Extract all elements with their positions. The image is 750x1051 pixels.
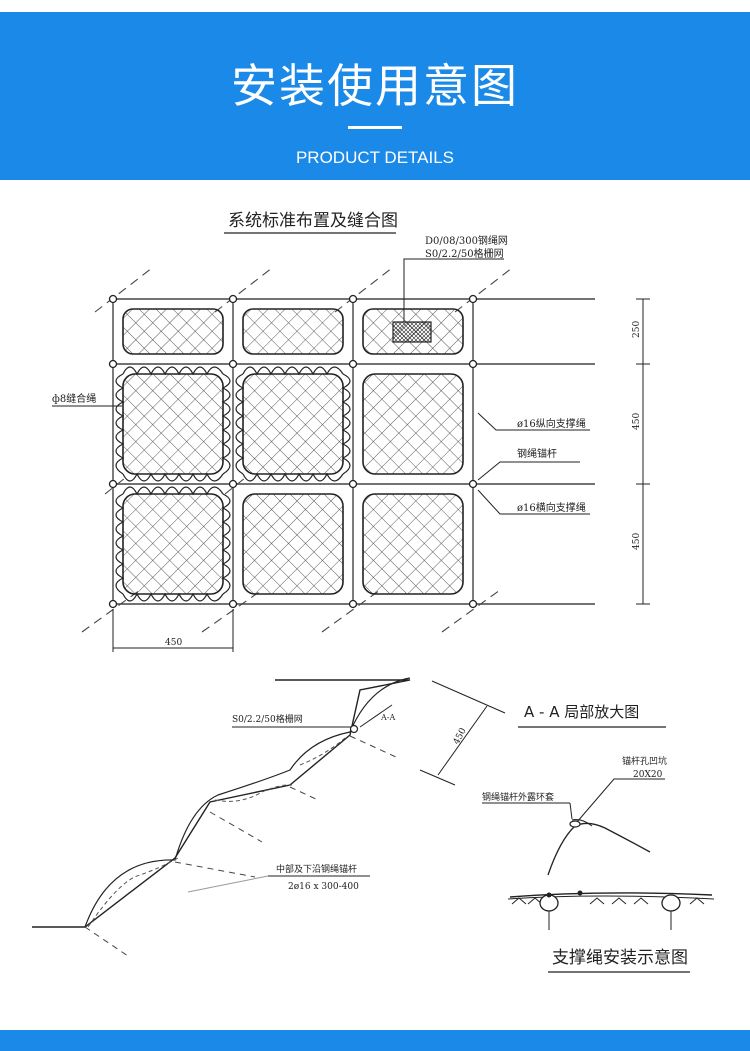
label-grid-net: S0/2.2/50格栅网	[425, 247, 504, 260]
section-anchor-lines	[84, 735, 397, 957]
dim-450-bot: 450	[632, 533, 642, 550]
label-transverse-rope: ø16横向支撑绳	[517, 501, 586, 514]
detail-title: A - A 局部放大图	[524, 703, 639, 721]
grid-net-sample	[392, 321, 432, 343]
slope-section: S0/2.2/50格栅网 A-A 450 中部及下沿钢绳锚杆 2ø16 x 30…	[32, 677, 506, 957]
label-anchor-spec: 2ø16 x 300-400	[288, 882, 359, 892]
vertical-dimension	[636, 298, 650, 605]
anchor-nodes	[108, 294, 478, 609]
label-anchor-pit: 锚杆孔凹坑	[622, 755, 667, 767]
rope-installation: 支撑绳安装示意图	[507, 890, 715, 973]
anchor-diagonals	[81, 267, 513, 633]
dim-450-mid: 450	[632, 413, 642, 430]
aa-detail: A - A 局部放大图 锚杆孔凹坑 20X20 钢绳锚杆外露环套	[482, 703, 667, 876]
stitching-rope	[115, 366, 351, 602]
label-cable-anchor: 钢绳锚杆	[517, 447, 557, 460]
dim-slope-450: 450	[452, 726, 469, 746]
plan-diagram: 系统标准布置及缝合图	[52, 211, 650, 652]
plan-title: 系统标准布置及缝合图	[228, 211, 398, 231]
main-net-panels	[122, 373, 464, 595]
header-banner: 安装使用意图 PRODUCT DETAILS	[0, 12, 750, 180]
rope-install-title: 支撑绳安装示意图	[552, 948, 688, 968]
footer-bar	[0, 1030, 750, 1051]
label-pit-size: 20X20	[633, 770, 663, 780]
dim-450-width: 450	[165, 638, 182, 648]
page-title: 安装使用意图	[231, 59, 519, 113]
slope-dimension	[419, 680, 506, 786]
label-longitudinal-rope: ø16纵向支撑绳	[517, 417, 586, 430]
dim-250: 250	[632, 321, 642, 338]
terrain-marks	[511, 897, 705, 905]
label-section-grid-net: S0/2.2/50格栅网	[232, 713, 303, 725]
label-section-aa: A-A	[380, 713, 395, 722]
label-anchor-ring: 钢绳锚杆外露环套	[482, 791, 554, 803]
horizontal-dimension	[112, 609, 234, 652]
title-underline	[348, 126, 402, 129]
label-anchor-desc: 中部及下沿钢绳锚杆	[276, 863, 357, 875]
label-cable-net: D0/08/300钢绳网	[425, 234, 508, 247]
page-subtitle: PRODUCT DETAILS	[295, 148, 455, 167]
label-stitch-rope: ф8缝合绳	[52, 392, 96, 405]
